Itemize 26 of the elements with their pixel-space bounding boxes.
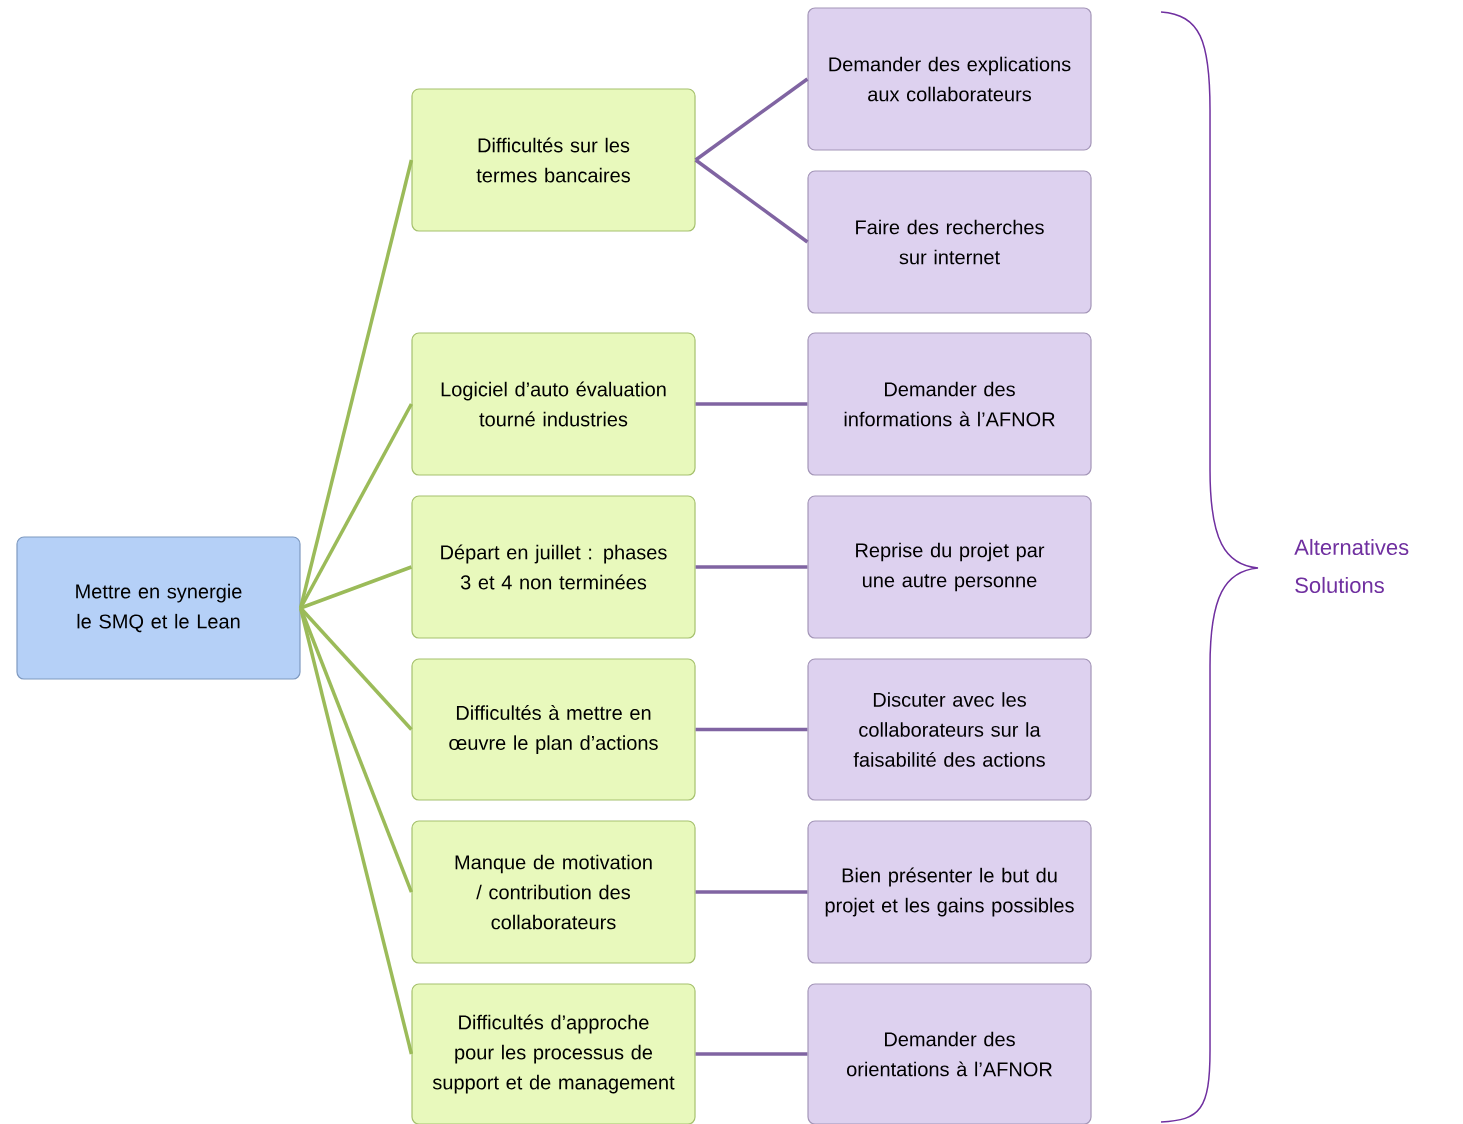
- connector-line: [300, 565, 412, 610]
- root-box: Mettre en synergie le SMQ et le Lean: [16, 536, 301, 680]
- problem-box: Manque de motivation / contribution des collaborateurs: [411, 820, 696, 964]
- problem-box: Logiciel d’auto évaluation tourné industries: [411, 332, 696, 476]
- problem-box: Difficultés sur les termes bancaires: [411, 88, 696, 232]
- solution-box: Faire des recherches sur internet: [807, 170, 1092, 314]
- solution-box: Demander des orientations à l’AFNOR: [807, 983, 1092, 1124]
- brace-label: Alternatives Solutions: [1294, 538, 1409, 594]
- connector-line: [694, 77, 809, 162]
- connector-line: [694, 158, 809, 244]
- solution-box: Demander des explications aux collaborateurs: [807, 7, 1092, 151]
- problem-box: Difficultés à mettre en œuvre le plan d’actions: [411, 658, 696, 801]
- connector-line: [298, 607, 414, 1055]
- connector-line: [299, 403, 413, 609]
- connector-line: [695, 1052, 808, 1056]
- connector-line: [298, 159, 414, 609]
- solution-box: Bien présenter le but du projet et les gains possibles: [807, 820, 1092, 964]
- connector-line: [695, 727, 808, 732]
- solution-box: Reprise du projet par une autre personne: [807, 495, 1092, 639]
- solution-box: Discuter avec les collaborateurs sur la faisabilité des actions: [807, 658, 1092, 801]
- connector-line: [695, 565, 808, 569]
- connector-line: [695, 890, 808, 894]
- connector-line: [695, 402, 808, 406]
- solution-box: Demander des informations à l’AFNOR: [807, 332, 1092, 476]
- problem-box: Difficultés d’approche pour les processus de support et de management: [411, 983, 696, 1124]
- problem-box: Départ en juillet : phases 3 et 4 non terminées: [411, 495, 696, 639]
